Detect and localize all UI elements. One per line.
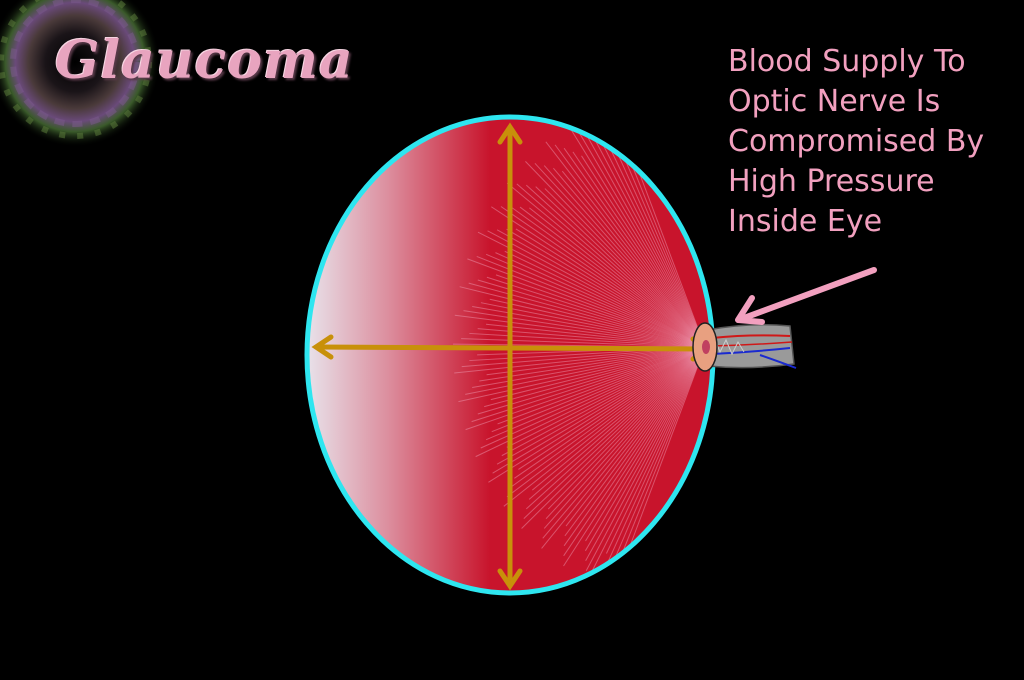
page-title: Glaucoma xyxy=(55,30,354,91)
decorative-orb xyxy=(0,0,160,147)
optic-nerve-icon xyxy=(692,322,797,372)
annotation-text: Blood Supply To Optic Nerve Is Compromis… xyxy=(728,44,985,239)
pointer-arrow-icon xyxy=(735,267,877,325)
